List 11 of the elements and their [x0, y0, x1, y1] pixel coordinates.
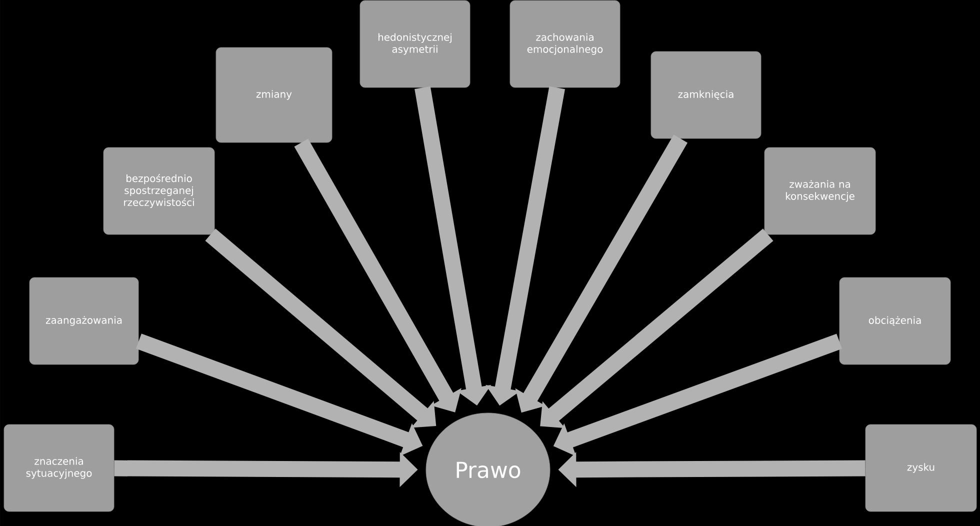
concept-box: zaangażowania	[29, 277, 139, 365]
concept-box: bezpośrednio spostrzeganej rzeczywistości	[103, 147, 215, 235]
concept-box: zważania na konsekwencje	[764, 147, 876, 235]
concept-box: znaczenia sytuacyjnego	[4, 424, 114, 512]
concept-box: zachowania emocjonalnego	[510, 0, 620, 88]
concept-box: zysku	[865, 424, 977, 512]
concept-box: hedonistycznej asymetrii	[360, 0, 470, 88]
concept-box: zmiany	[216, 47, 332, 143]
concept-box: obciążenia	[839, 277, 951, 365]
block-arrow	[540, 228, 774, 428]
concept-box: zamknięcia	[650, 51, 762, 139]
